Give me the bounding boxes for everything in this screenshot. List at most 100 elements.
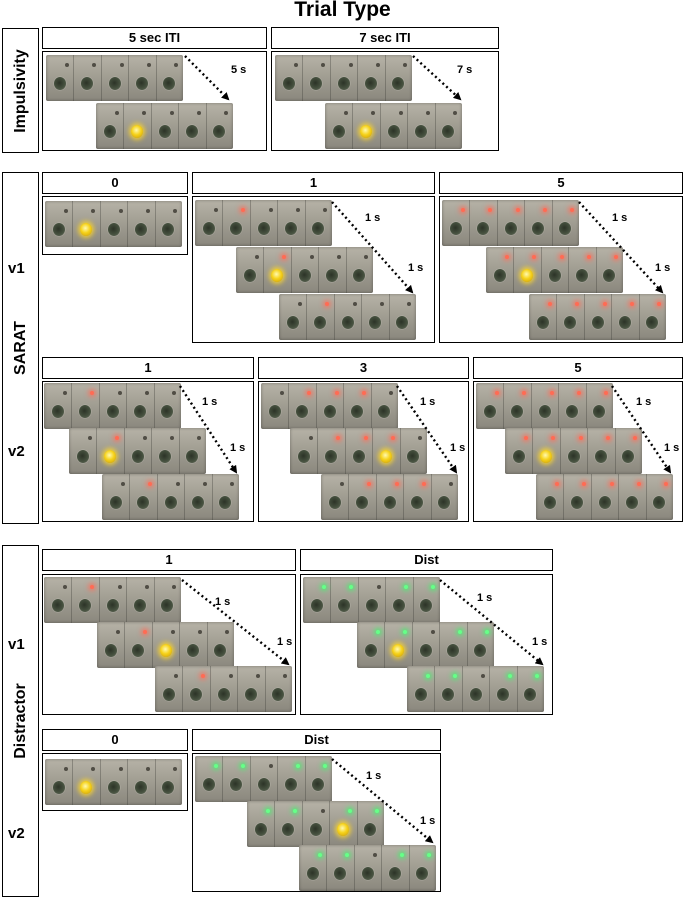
nose-poke-hole — [415, 125, 427, 138]
apparatus-photo — [155, 666, 292, 712]
green-cue-light — [427, 853, 431, 857]
nose-poke-hole — [310, 77, 322, 90]
nose-poke-hole — [571, 496, 583, 509]
red-cue-light — [610, 482, 614, 486]
delay-label: 1 s — [450, 442, 466, 454]
delay-label: 1 s — [202, 396, 218, 408]
green-cue-light — [431, 585, 435, 589]
nose-poke-hole — [603, 269, 615, 282]
header-sarat-v2-1: 1 — [42, 357, 254, 379]
cue-light — [63, 585, 67, 589]
cue-light — [145, 585, 149, 589]
apparatus-photo — [476, 383, 613, 429]
red-cue-light — [143, 630, 147, 634]
lit-hole-yellow — [392, 644, 404, 657]
section-distractor: Distractor — [2, 545, 39, 897]
green-cue-light — [349, 585, 353, 589]
cue-light — [380, 302, 384, 306]
apparatus-photo — [442, 200, 579, 246]
nose-poke-hole — [192, 496, 204, 509]
header-distractor-v2-dist: Dist — [192, 729, 441, 751]
nose-poke-hole — [438, 496, 450, 509]
cue-light — [170, 111, 174, 115]
green-cue-light — [266, 809, 270, 813]
red-cue-light — [522, 391, 526, 395]
nose-poke-hole — [161, 405, 173, 418]
nose-poke-hole — [619, 316, 631, 329]
nose-poke-hole — [312, 778, 324, 791]
nose-poke-hole — [190, 688, 202, 701]
green-cue-light — [400, 853, 404, 857]
nose-poke-hole — [362, 867, 374, 880]
nose-poke-hole — [109, 77, 121, 90]
apparatus-photo — [505, 428, 642, 474]
green-cue-light — [458, 630, 462, 634]
nose-poke-hole — [81, 77, 93, 90]
red-cue-light — [532, 255, 536, 259]
apparatus-photo — [529, 294, 666, 340]
nose-poke-hole — [110, 496, 122, 509]
apparatus-photo — [290, 428, 427, 474]
nose-poke-hole — [334, 867, 346, 880]
cue-light — [197, 111, 201, 115]
cue-light — [481, 674, 485, 678]
cue-light — [173, 767, 177, 771]
cue-light — [147, 63, 151, 67]
cue-light — [65, 63, 69, 67]
nose-poke-hole — [392, 77, 404, 90]
delay-label: 1 s — [612, 212, 628, 224]
nose-poke-hole — [365, 77, 377, 90]
green-cue-light — [293, 809, 297, 813]
nose-poke-hole — [416, 867, 428, 880]
nose-poke-hole — [104, 125, 116, 138]
red-cue-light — [587, 255, 591, 259]
cue-light — [173, 209, 177, 213]
nose-poke-hole — [593, 405, 605, 418]
nose-poke-hole — [537, 316, 549, 329]
apparatus-photo — [195, 756, 332, 802]
section-impulsivity-label: Impulsivity — [11, 48, 29, 133]
red-cue-light — [630, 302, 634, 306]
cue-light — [121, 482, 125, 486]
nose-poke-hole — [353, 269, 365, 282]
cue-light — [321, 63, 325, 67]
nose-poke-hole — [272, 688, 284, 701]
cue-light — [225, 630, 229, 634]
green-cue-light — [535, 674, 539, 678]
red-cue-light — [633, 436, 637, 440]
red-cue-light — [505, 255, 509, 259]
green-cue-light — [404, 585, 408, 589]
nose-poke-hole — [298, 450, 310, 463]
cue-light — [309, 436, 313, 440]
cue-light — [294, 63, 298, 67]
cue-light — [91, 767, 95, 771]
nose-poke-hole — [338, 77, 350, 90]
nose-poke-hole — [285, 778, 297, 791]
cue-light — [449, 482, 453, 486]
header-distractor-v2-0: 0 — [42, 729, 188, 751]
cue-light — [224, 111, 228, 115]
nose-poke-hole — [505, 222, 517, 235]
red-cue-light — [362, 391, 366, 395]
nose-poke-hole — [384, 496, 396, 509]
delay-label: 1 s — [366, 770, 382, 782]
figure-title: Trial Type — [294, 0, 391, 21]
cue-light — [453, 111, 457, 115]
cue-light — [197, 436, 201, 440]
nose-poke-hole — [576, 269, 588, 282]
red-cue-light — [582, 482, 586, 486]
green-cue-light — [322, 585, 326, 589]
header-impulsivity-5s: 5 sec ITI — [42, 27, 267, 49]
nose-poke-hole — [214, 644, 226, 657]
red-cue-light — [551, 436, 555, 440]
red-cue-light — [548, 302, 552, 306]
section-sarat-label: SARAT — [11, 321, 29, 375]
nose-poke-hole — [203, 778, 215, 791]
cue-light — [119, 209, 123, 213]
nose-poke-hole — [411, 496, 423, 509]
apparatus-photo — [46, 55, 183, 101]
nose-poke-hole — [513, 450, 525, 463]
apparatus-photo — [299, 845, 436, 891]
nose-poke-hole — [134, 599, 146, 612]
cue-light — [431, 630, 435, 634]
